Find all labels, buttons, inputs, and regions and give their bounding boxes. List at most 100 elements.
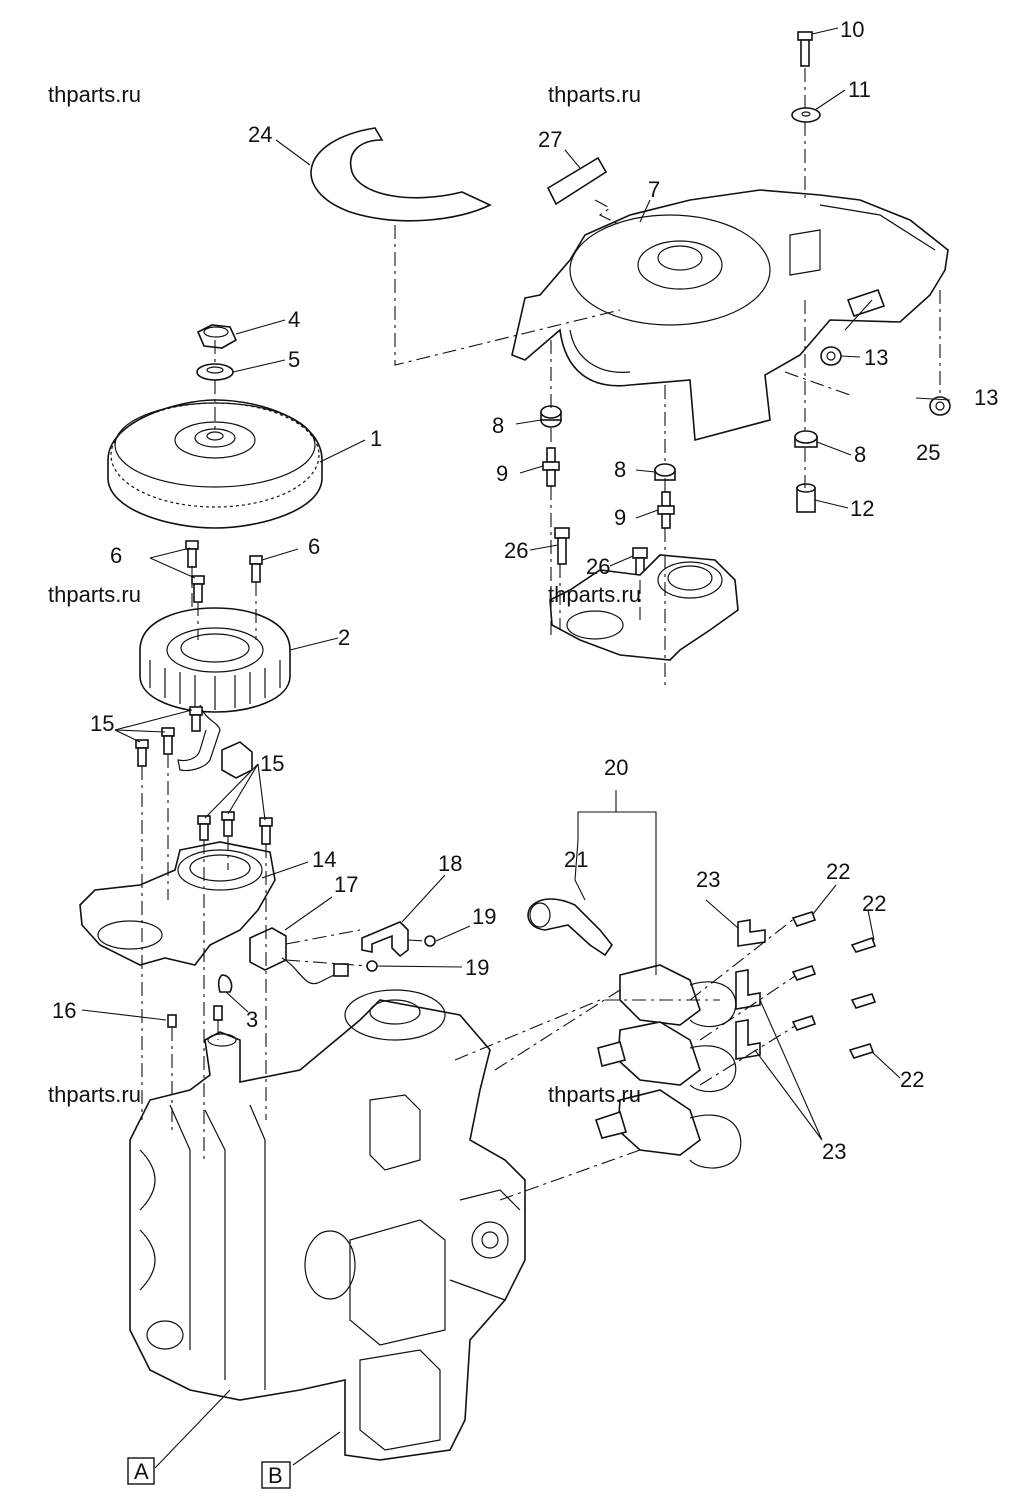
part-19-screw-b	[366, 960, 378, 972]
part-26-bolt-a	[554, 527, 570, 565]
callout-14: 14	[312, 847, 336, 872]
part-8-grommet-a	[540, 405, 562, 428]
watermark-bottom-left: thparts.ru	[48, 1082, 141, 1107]
part-4-nut	[196, 324, 238, 349]
part-23-bracket-c	[735, 1019, 761, 1060]
part-14-stator-bracket	[79, 841, 276, 966]
callout-13-upper: 13	[864, 345, 888, 370]
callout-24: 24	[248, 122, 272, 147]
callout-11: 11	[848, 77, 871, 102]
callout-17: 17	[334, 872, 358, 897]
part-5-washer	[196, 363, 234, 381]
part-13-grommet-b	[929, 396, 951, 416]
part-22-bolt-f	[848, 1043, 875, 1059]
part-19-screw-a	[424, 935, 436, 947]
part-22-bolt-c	[791, 965, 817, 981]
callout-19-lower: 19	[465, 955, 489, 980]
callout-12: 12	[850, 496, 874, 521]
part-2-stator	[139, 607, 291, 713]
part-7-flywheel-cover	[511, 189, 949, 442]
callout-9-left: 9	[496, 461, 508, 486]
part-27-label-sticker	[546, 156, 608, 206]
part-24-plate	[310, 127, 492, 222]
callout-22-right: 22	[862, 891, 886, 916]
part-15-bolt-e	[221, 811, 235, 837]
alignment-lines	[141, 68, 941, 1201]
part-3-woodruff-key	[213, 974, 233, 1021]
part-15-bolt-a	[135, 739, 149, 767]
callout-18: 18	[438, 851, 462, 876]
leader-lines	[81, 27, 951, 1469]
stator-lead-wire	[177, 704, 253, 779]
part-8-grommet-b	[654, 463, 676, 481]
part-22-bolt-e	[791, 1015, 817, 1031]
callout-3: 3	[246, 1007, 258, 1032]
upper-bracket	[549, 554, 739, 661]
reference-box-a: A	[127, 1457, 155, 1485]
callout-19-upper: 19	[472, 904, 496, 929]
part-6-bolt-a	[185, 540, 199, 568]
callout-21: 21	[564, 847, 588, 872]
callout-23-upper: 23	[696, 867, 720, 892]
part-20-ignition-coil-c	[594, 1089, 742, 1169]
callout-7: 7	[648, 177, 660, 202]
part-18-bracket	[361, 921, 409, 958]
reference-label-a: A	[134, 1459, 149, 1484]
watermark-mid-right: thparts.ru	[548, 582, 641, 607]
callout-16: 16	[52, 998, 76, 1023]
part-23-bracket-a	[737, 919, 766, 947]
callout-6-right: 6	[308, 534, 320, 559]
part-1-flywheel	[107, 399, 323, 529]
callout-4: 4	[288, 307, 300, 332]
callout-13-right: 13	[974, 385, 998, 410]
part-11-washer	[791, 107, 821, 123]
callout-5: 5	[288, 347, 300, 372]
callout-8-middle: 8	[614, 457, 626, 482]
part-6-bolt-c	[249, 555, 263, 583]
part-21-plug-cap	[527, 898, 613, 957]
part-22-bolt-a	[791, 911, 817, 927]
part-15-bolt-f	[259, 817, 273, 845]
part-23-bracket-b	[735, 969, 761, 1010]
part-9-stud-b	[657, 491, 675, 529]
callout-22-lower: 22	[900, 1067, 924, 1092]
callout-8-left: 8	[492, 413, 504, 438]
part-10-bolt	[797, 31, 813, 67]
callout-10: 10	[840, 17, 864, 42]
part-12-spacer	[796, 483, 816, 513]
reference-box-b: B	[261, 1461, 291, 1489]
callout-27: 27	[538, 127, 562, 152]
watermark-top-right: thparts.ru	[548, 82, 641, 107]
part-9-stud-a	[542, 447, 560, 487]
part-22-bolt-b	[850, 936, 877, 953]
part-6-bolt-b	[191, 575, 205, 603]
part-15-bolt-d	[197, 815, 211, 841]
watermark-mid-left: thparts.ru	[48, 582, 141, 607]
part-17-sensor	[249, 927, 349, 985]
part-25-sticker	[846, 288, 886, 318]
callout-15-upper: 15	[90, 711, 114, 736]
part-20-ignition-coil-b	[597, 1021, 737, 1093]
callout-23-lower: 23	[822, 1139, 846, 1164]
callout-15-lower: 15	[260, 751, 284, 776]
callout-6-left: 6	[110, 543, 122, 568]
part-20-ignition-coil-a	[619, 964, 737, 1028]
callout-9-middle: 9	[614, 505, 626, 530]
callout-22-upper: 22	[826, 859, 850, 884]
engine-block	[129, 989, 526, 1461]
watermark-top-left: thparts.ru	[48, 82, 141, 107]
callout-20: 20	[604, 755, 628, 780]
part-8-grommet-c	[794, 430, 818, 448]
callout-2: 2	[338, 625, 350, 650]
callout-26-middle: 26	[586, 554, 610, 579]
reference-label-b: B	[268, 1463, 283, 1488]
callout-26-left: 26	[504, 538, 528, 563]
part-13-grommet-a	[820, 346, 842, 366]
callout-8-right: 8	[854, 442, 866, 467]
callout-1: 1	[370, 426, 382, 451]
callout-25: 25	[916, 440, 940, 465]
part-16-dowel-pin	[167, 1014, 177, 1028]
part-22-bolt-d	[850, 993, 877, 1009]
watermark-bottom-right: thparts.ru	[548, 1082, 641, 1107]
